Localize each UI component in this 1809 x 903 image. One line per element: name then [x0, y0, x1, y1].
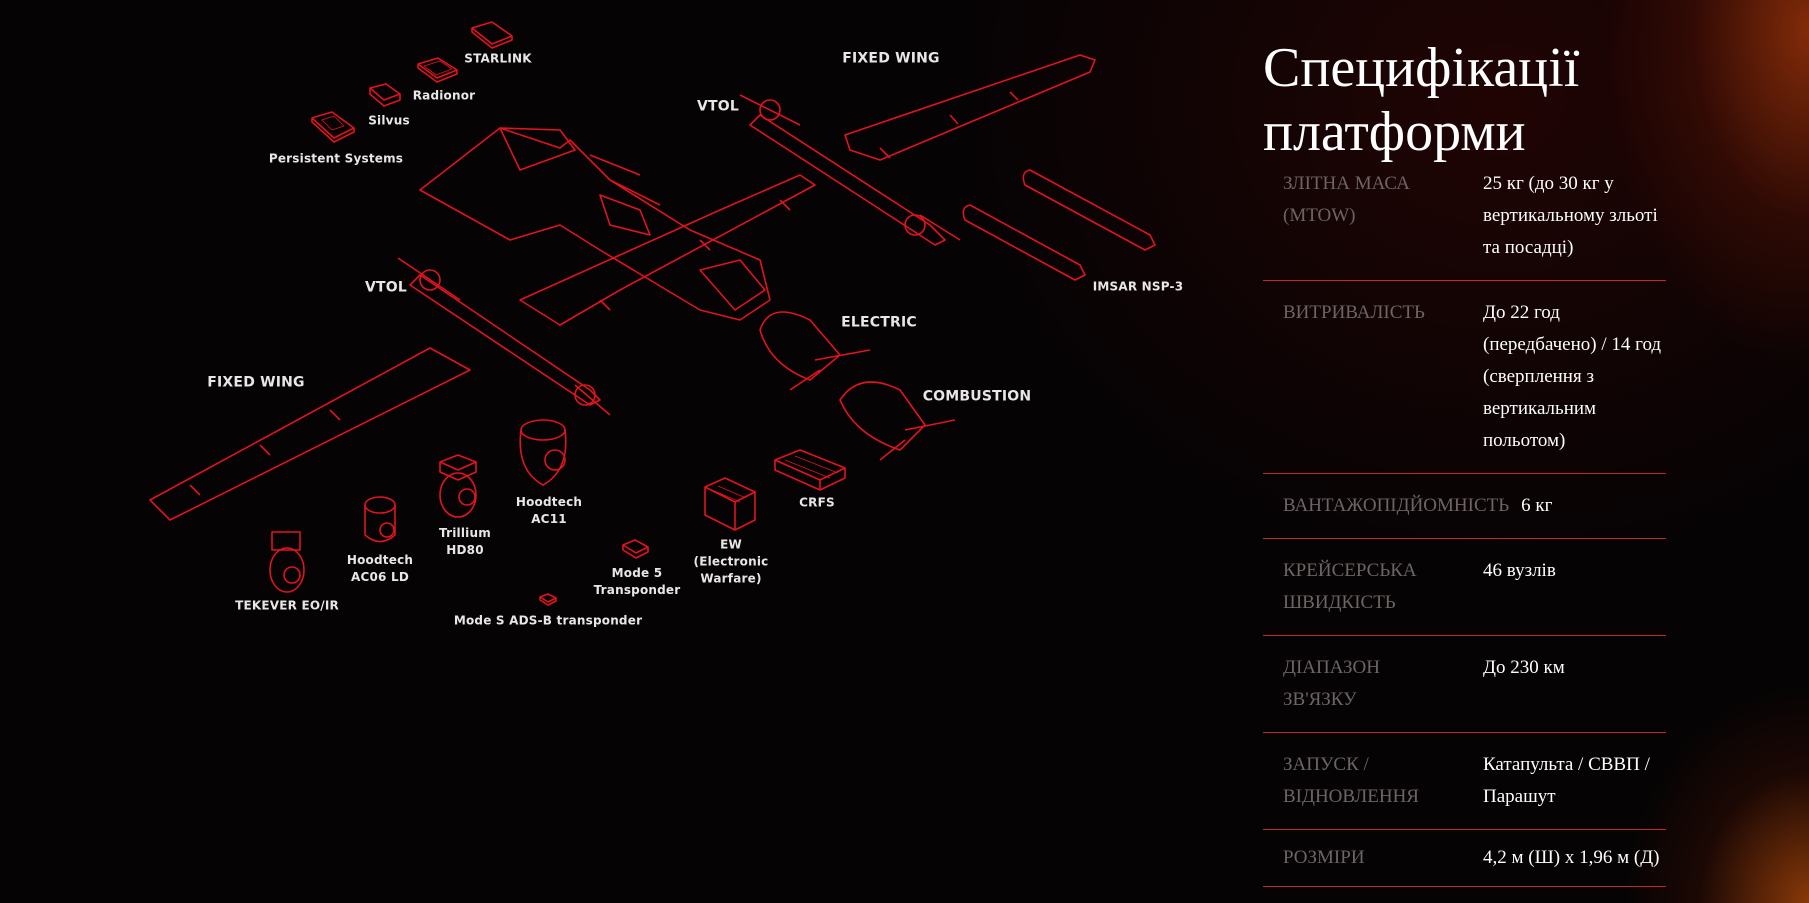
spec-value: До 22 год (передбачено) / 14 год (сверпл…: [1483, 302, 1662, 451]
label-line: Mode 5: [611, 566, 663, 580]
label-electric: ELECTRIC: [841, 314, 917, 331]
persistent-module: [311, 111, 355, 143]
crfs-module: [774, 449, 846, 491]
spec-row-comm-range: ДІАПАЗОН ЗВ'ЯЗКУ До 230 км: [1263, 636, 1666, 733]
fixed-wing-left: [149, 347, 471, 521]
label-combustion: COMBUSTION: [922, 388, 1032, 405]
label-persistent-systems: Persistent Systems: [268, 151, 404, 166]
spec-label: ВАНТАЖОПІДЙОМНІСТЬ: [1283, 495, 1510, 516]
label-mode5: Mode 5 Transponder: [594, 565, 681, 599]
spec-row-dimensions: РОЗМІРИ 4,2 м (Ш) x 1,96 м (Д): [1263, 830, 1666, 887]
spec-label: КРЕЙСЕРСЬКА ШВИДКІСТЬ: [1283, 560, 1417, 613]
label-line: EW: [720, 537, 742, 552]
label-radionor: Radionor: [412, 88, 476, 103]
hoodtech-ac11: [519, 419, 567, 486]
page-title: Специфікації платформи: [1263, 37, 1580, 163]
hoodtech-ac06: [364, 496, 396, 543]
label-fixed-wing-left: FIXED WING: [207, 374, 305, 391]
spec-label: ВИТРИВАЛІСТЬ: [1283, 302, 1425, 323]
center-wing: [519, 174, 816, 326]
trillium-hd80: [439, 454, 477, 518]
spec-value: 6 кг: [1521, 495, 1553, 516]
vtol-boom-right: [739, 94, 961, 246]
fixed-wing-right: [844, 54, 1096, 161]
label-line: (Electronic: [693, 554, 769, 569]
electric-motor: [759, 311, 871, 391]
starlink-module: [471, 21, 513, 49]
label-line: Transponder: [593, 583, 681, 597]
label-vtol-left: VTOL: [364, 279, 408, 296]
imsar-pods: [962, 169, 1156, 281]
label-starlink: STARLINK: [464, 51, 532, 66]
radionor-module: [417, 57, 458, 83]
ew-module: [704, 477, 756, 531]
fuselage: [419, 127, 771, 321]
spec-value: 46 вузлів: [1483, 560, 1556, 581]
modes-transponder: [539, 593, 557, 606]
label-vtol-top: VTOL: [696, 98, 740, 115]
spec-value: 25 кг (до 30 кг у вертикальному зльоті т…: [1483, 173, 1658, 258]
label-silvus: Silvus: [368, 113, 410, 128]
vtol-boom-left: [397, 257, 611, 416]
spec-row-payload: ВАНТАЖОПІДЙОМНІСТЬ 6 кг: [1263, 474, 1666, 539]
spec-label: ДІАПАЗОН ЗВ'ЯЗКУ: [1283, 657, 1380, 710]
label-line: Warfare): [700, 571, 762, 586]
label-tekever: TEKEVER EO/IR: [235, 598, 339, 613]
exploded-drone-diagram: STARLINK Radionor Silvus Persistent Syst…: [149, 21, 1184, 628]
spec-label: РОЗМІРИ: [1283, 847, 1365, 868]
label-crfs: CRFS: [799, 495, 835, 510]
spec-label: ЗЛІТНА МАСА (MTOW): [1283, 173, 1410, 226]
label-mode-s: Mode S ADS-B transponder: [453, 613, 643, 628]
mode5-transponder: [622, 539, 649, 559]
spec-row-endurance: ВИТРИВАЛІСТЬ До 22 год (передбачено) / 14…: [1263, 281, 1666, 474]
silvus-module: [369, 83, 401, 107]
label-line: HD80: [446, 543, 484, 557]
label-line: Trillium: [439, 526, 491, 540]
label-imsar: IMSAR NSP-3: [1092, 279, 1184, 294]
spec-row-cruise-speed: КРЕЙСЕРСЬКА ШВИДКІСТЬ 46 вузлів: [1263, 539, 1666, 636]
spec-value: Катапульта / СВВП / Парашут: [1483, 754, 1650, 807]
spec-value: До 230 км: [1483, 657, 1565, 678]
spec-label: ЗАПУСК / ВІДНОВЛЕННЯ: [1283, 754, 1419, 807]
label-line: AC11: [531, 512, 567, 526]
label-line: Hoodtech: [346, 553, 414, 567]
spec-row-mtow: ЗЛІТНА МАСА (MTOW) 25 кг (до 30 кг у верт…: [1263, 152, 1666, 281]
spec-table: ЗЛІТНА МАСА (MTOW) 25 кг (до 30 кг у верт…: [1263, 152, 1666, 887]
label-fixed-wing-top: FIXED WING: [842, 50, 940, 67]
spec-value: 4,2 м (Ш) x 1,96 м (Д): [1483, 847, 1660, 868]
label-line: Hoodtech: [515, 495, 583, 509]
spec-row-launch-recovery: ЗАПУСК / ВІДНОВЛЕННЯ Катапульта / СВВП / …: [1263, 733, 1666, 830]
label-line: AC06 LD: [351, 570, 409, 584]
tekever-eoir: [269, 531, 305, 593]
combustion-engine: [839, 381, 956, 461]
